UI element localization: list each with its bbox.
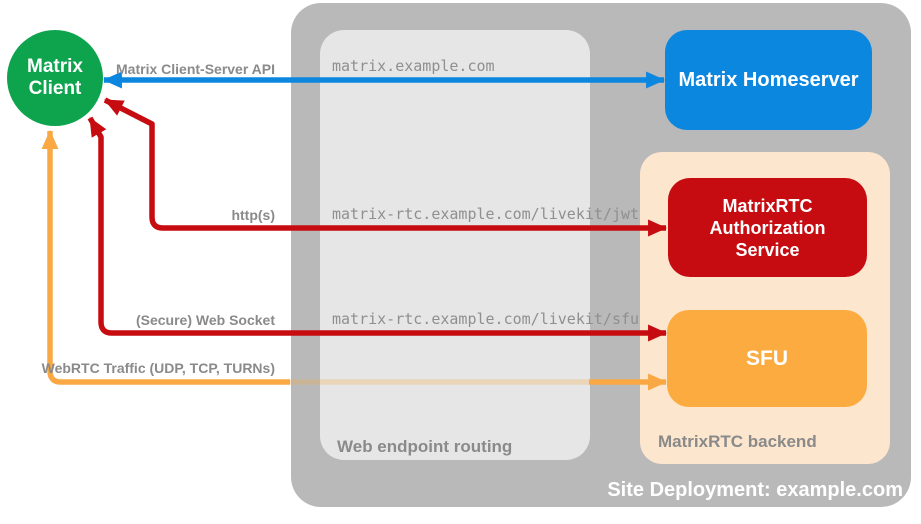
https-arrow-label: http(s) — [231, 207, 275, 223]
web-endpoint-routing-box — [320, 30, 590, 460]
client-server-api-arrow-label: Matrix Client-Server API — [116, 61, 275, 77]
websocket-arrow-label: (Secure) Web Socket — [135, 312, 275, 328]
endpoint-url-livekit-jwt: matrix-rtc.example.com/livekit/jwt — [332, 205, 640, 223]
matrix-homeserver-label: Matrix Homeserver — [678, 68, 859, 91]
sfu-node: SFU — [667, 310, 867, 407]
arrow-webrtc-client-segment — [41, 129, 290, 385]
webrtc-arrow-label: WebRTC Traffic (UDP, TCP, TURNs) — [41, 360, 275, 376]
matrix-homeserver-node: Matrix Homeserver — [665, 30, 872, 130]
sfu-label: SFU — [746, 346, 788, 370]
endpoint-url-livekit-sfu: matrix-rtc.example.com/livekit/sfu — [332, 310, 640, 328]
auth-service-label-line1: MatrixRTC — [722, 195, 813, 216]
auth-service-label-line3: Service — [735, 239, 800, 260]
auth-service-label-line2: Authorization — [709, 217, 826, 238]
endpoint-url-homeserver: matrix.example.com — [332, 57, 495, 75]
matrix-client-node: Matrix Client — [7, 30, 103, 126]
matrixrtc-authorization-service-node: MatrixRTC Authorization Service — [668, 178, 867, 277]
matrixrtc-backend-title: MatrixRTC backend — [658, 432, 817, 451]
web-endpoint-routing-title: Web endpoint routing — [337, 437, 513, 456]
site-deployment-title: Site Deployment: example.com — [607, 479, 903, 501]
matrix-client-label-line1: Matrix — [27, 56, 83, 77]
matrix-client-label-line2: Client — [28, 78, 82, 99]
